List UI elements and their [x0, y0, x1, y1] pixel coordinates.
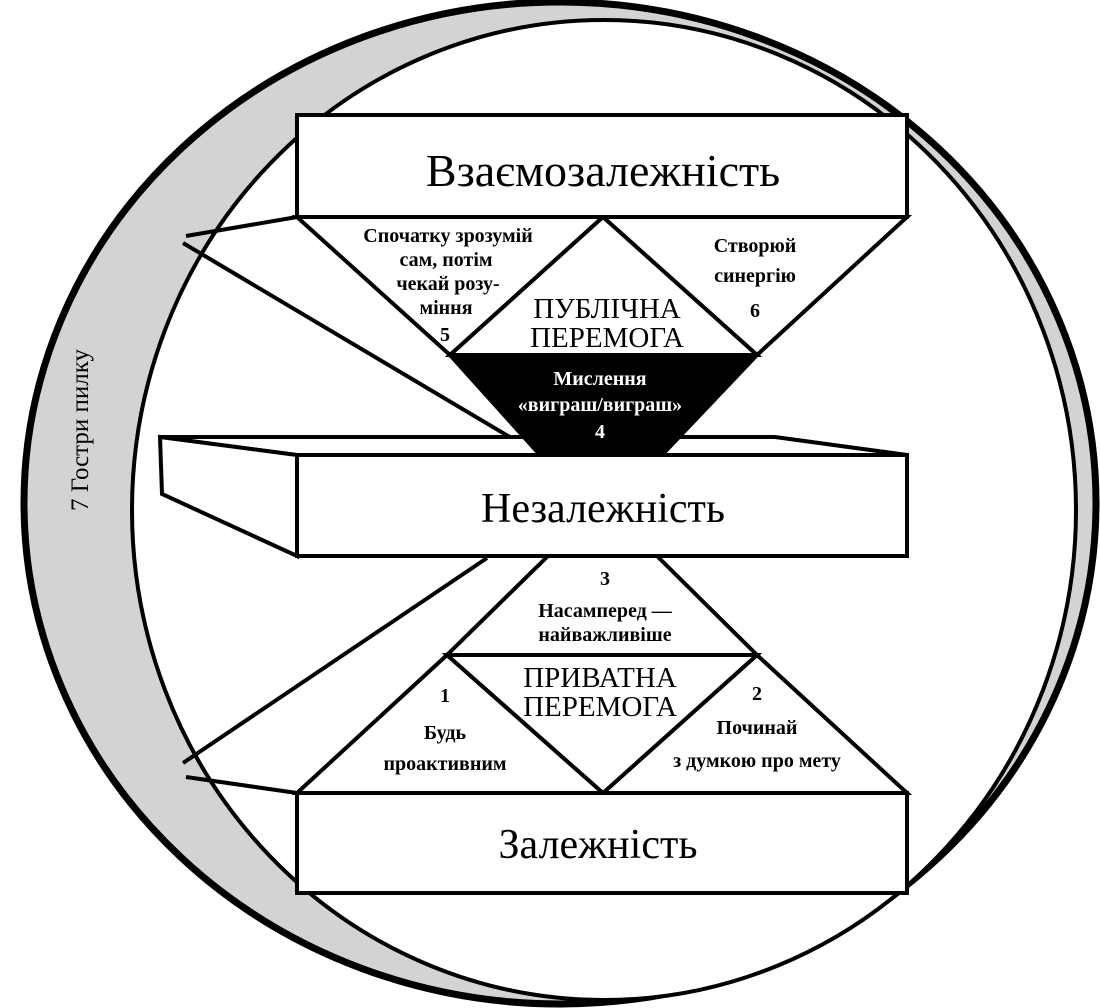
habit6-text: Створюй: [714, 235, 797, 257]
dependence-label: Залежність: [499, 822, 698, 868]
habit4-text: Мислення: [553, 368, 646, 390]
private-victory-title: ПЕРЕМОГА: [523, 691, 677, 723]
habit7-label: 7 Гостри пилку: [67, 348, 94, 511]
habit2-text: з думкою про мету: [673, 750, 841, 772]
habit3-number: 3: [600, 568, 610, 590]
habit5-text: чекай розу-: [396, 273, 499, 295]
public-victory-title: ПЕРЕМОГА: [530, 322, 684, 354]
habit1-text: проактивним: [384, 753, 507, 775]
habit6-text: синергію: [714, 265, 796, 287]
habit5-number: 5: [440, 324, 450, 346]
private-victory-triangle: [441, 653, 763, 796]
public-victory-title: ПУБЛІЧНА: [533, 293, 681, 325]
interdependence-label: Взаємозалежність: [426, 145, 780, 196]
habit2-text: Починай: [717, 717, 798, 739]
connector-line: [185, 775, 298, 795]
private-victory-title: ПРИВАТНА: [523, 662, 677, 694]
connector-line: [185, 215, 298, 238]
habit2-number: 2: [752, 683, 762, 705]
independence-label: Незалежність: [481, 486, 725, 532]
habit1-number: 1: [440, 685, 450, 707]
dependence-box: [295, 791, 909, 895]
habit3-text: Насамперед —: [538, 600, 673, 622]
connector-line: [181, 556, 489, 765]
habit4-text: «виграш/виграш»: [518, 394, 682, 416]
habit5-text: міння: [419, 297, 472, 319]
independence-box: [295, 453, 909, 558]
habit3-text: найважливіше: [538, 624, 671, 646]
habit5-text: сам, потім: [399, 249, 492, 271]
interdependence-box: [295, 113, 909, 219]
habit6-number: 6: [750, 300, 760, 322]
habit5-text: Спочатку зрозумій: [363, 225, 533, 247]
connector-line: [181, 241, 542, 457]
habit1-text: Будь: [424, 722, 467, 744]
habit4-number: 4: [595, 421, 605, 443]
